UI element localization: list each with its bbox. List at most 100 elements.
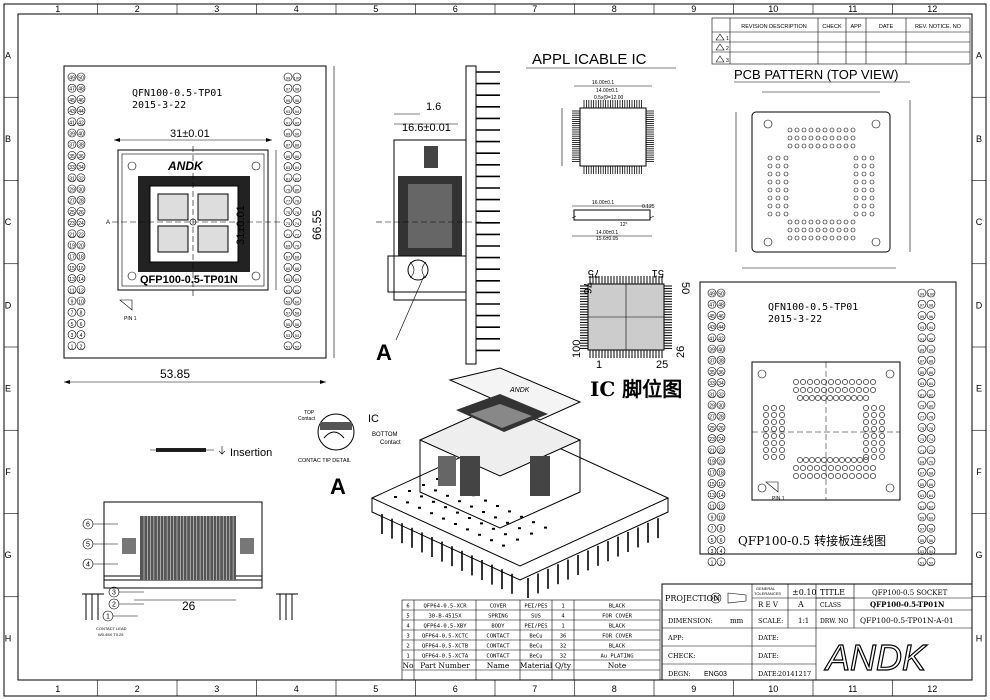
pin-number: 73	[920, 437, 925, 442]
grid-row-A: A	[5, 51, 11, 61]
rev-header-notice: REV. NOTICE. NO	[915, 24, 962, 30]
pin-number: 15	[709, 482, 715, 488]
pin-number: 38	[78, 143, 84, 149]
right-board-date: 2015-3-22	[768, 314, 822, 325]
pin-number: 88	[929, 359, 934, 364]
pin-number: 71	[920, 448, 925, 453]
pin-number: 61	[286, 288, 291, 293]
iso-logo: ANDK	[509, 387, 530, 394]
right-board-part: QFN100-0.5-TP01	[768, 302, 858, 313]
pin-number: 40	[78, 132, 84, 138]
bom-cell: QFP64-0.5-XCTB	[422, 644, 469, 650]
pin-number: 61	[920, 504, 925, 509]
ic-pin-map-leads	[580, 276, 672, 358]
ic-dim-16-b: 16.00±0.1	[592, 200, 614, 206]
pin-number: 72	[295, 232, 300, 237]
grid-row-right-D: D	[976, 300, 983, 310]
rev-label: R E V	[758, 601, 779, 609]
scale-label: SCALE:	[758, 617, 783, 625]
pin-number: 35	[69, 154, 75, 160]
pin-number: 4	[720, 549, 723, 555]
pin-number: 56	[929, 538, 934, 543]
grid-row-right-A: A	[976, 51, 982, 61]
dim-53-85: 53.85	[160, 367, 190, 381]
bom-cell: 36	[560, 634, 567, 640]
pcb-pad-dots	[767, 127, 875, 241]
dim-31-side: 31±0.01	[235, 205, 247, 245]
rev-header-app: APP	[850, 24, 861, 30]
title-value: QFP100-0.5 SOCKET	[872, 589, 948, 597]
date-value: 20141217	[778, 670, 811, 678]
insertion-label: Insertion	[230, 447, 272, 459]
front-section-lines	[143, 516, 234, 580]
pin-number: 96	[929, 314, 934, 319]
pin-number: 62	[929, 504, 934, 509]
pin-number: 24	[78, 221, 84, 227]
pin-number: 62	[295, 288, 300, 293]
pin-number: 43	[709, 325, 715, 331]
bom-header: Note	[608, 661, 627, 670]
pin-number: 72	[929, 448, 934, 453]
section-marker-a: A	[106, 220, 110, 226]
pin-number: 82	[295, 176, 300, 181]
pin-number: 8	[720, 527, 723, 533]
pin-number: 54	[295, 333, 300, 338]
socket-logo: ANDK	[167, 159, 204, 173]
bom-cell: PEI/PES	[524, 604, 547, 610]
grid-row-right-B: B	[976, 134, 982, 144]
pin-number: 94	[929, 325, 934, 330]
pin-number: 51	[920, 560, 925, 565]
pin-number: 77	[286, 199, 291, 204]
pin-number: 75	[920, 426, 925, 431]
grid-col-6: 6	[453, 4, 458, 14]
grid-row-G: G	[4, 550, 11, 560]
pin-number: 75	[286, 210, 291, 215]
pin-number: 100	[294, 76, 301, 81]
grid-col-bottom-12: 12	[927, 684, 937, 694]
pin-number: 29	[69, 188, 75, 194]
grid-col-9: 9	[691, 4, 696, 14]
bom-cell: CONTACT	[486, 644, 510, 650]
callout-number: 1	[106, 613, 110, 620]
pin-number: 33	[69, 165, 75, 171]
pin-number: 23	[69, 221, 75, 227]
bom-cell: BeCu	[529, 654, 542, 660]
pin-number: 11	[709, 504, 714, 510]
pin-number: 42	[718, 336, 724, 342]
pin-number: 91	[286, 120, 291, 125]
dim-26: 26	[182, 599, 196, 613]
pin-100: 100	[571, 340, 583, 358]
pin-number: 73	[286, 221, 291, 226]
ic-pin-map: 75 51 76 50 100 26 1 25 IC 脚位图	[571, 267, 691, 401]
pin-number: 95	[286, 98, 291, 103]
dim-31-top: 31±0.01	[170, 128, 210, 140]
pin-number: 65	[920, 482, 925, 487]
pin-number: 6	[720, 538, 723, 544]
pin-number: 16	[718, 482, 724, 488]
projection-label: PROJECTION	[665, 594, 720, 603]
ic-dim-16-a: 16.00±0.1	[592, 80, 614, 86]
pin-number: 39	[709, 348, 715, 354]
pin-number: 64	[295, 277, 300, 282]
check-label: CHECK:	[668, 652, 695, 660]
rev-value: A	[797, 600, 804, 609]
grid-col-5: 5	[373, 4, 378, 14]
pin-number: 58	[295, 311, 300, 316]
pin-number: 100	[928, 292, 935, 297]
pin-number: 87	[920, 359, 925, 364]
pin-number: 31	[69, 176, 75, 182]
pin-number: 68	[929, 471, 934, 476]
pin-number: 10	[718, 516, 724, 522]
pin-number: 84	[295, 165, 300, 170]
grid-row-right-C: C	[976, 217, 983, 227]
grid-col-2: 2	[135, 4, 140, 14]
pin-number: 66	[295, 266, 300, 271]
grid-col-bottom-7: 7	[532, 684, 537, 694]
pin-number: 11	[69, 288, 74, 294]
pin-number: 90	[929, 348, 934, 353]
pin-number: 36	[78, 154, 84, 160]
